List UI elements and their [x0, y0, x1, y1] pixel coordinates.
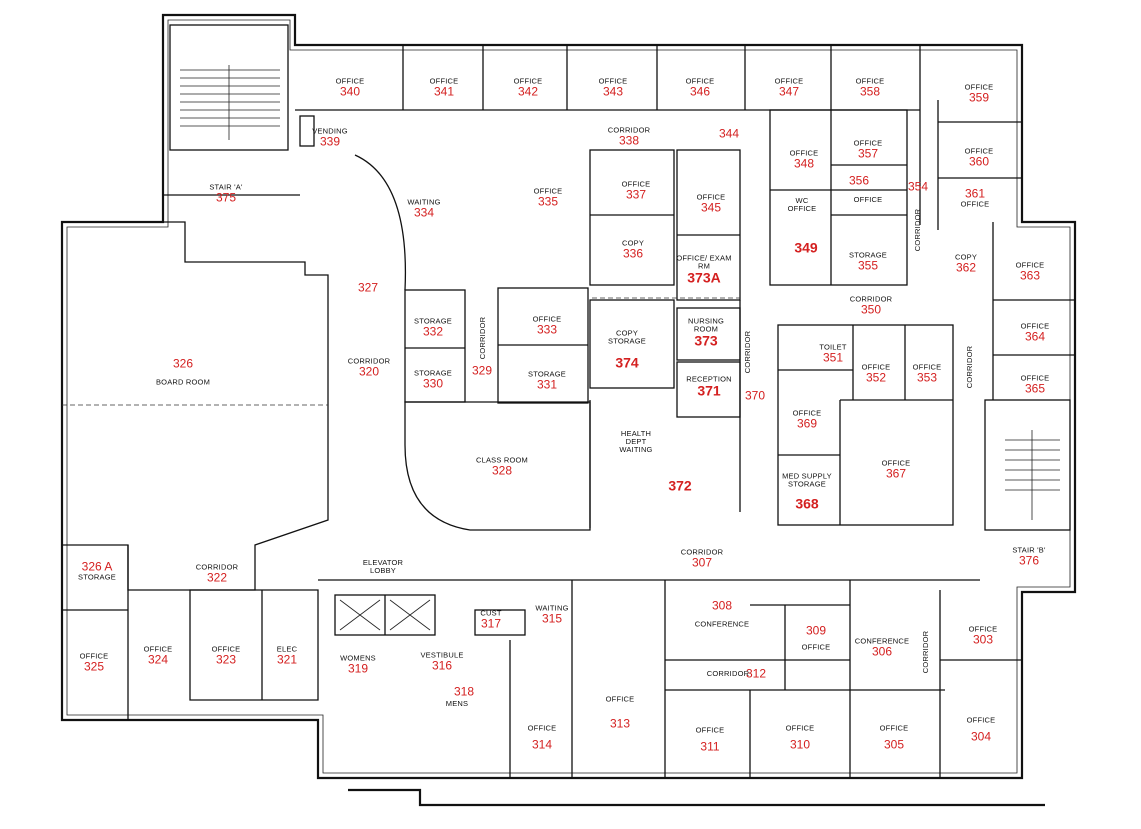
west-walls	[62, 154, 407, 720]
top-office-walls	[295, 45, 1022, 230]
east-walls	[777, 222, 1075, 531]
south-walls	[318, 579, 1022, 778]
exterior-walls	[60, 13, 1077, 807]
central-walls	[404, 109, 908, 531]
stair-a-drawing	[163, 24, 300, 196]
